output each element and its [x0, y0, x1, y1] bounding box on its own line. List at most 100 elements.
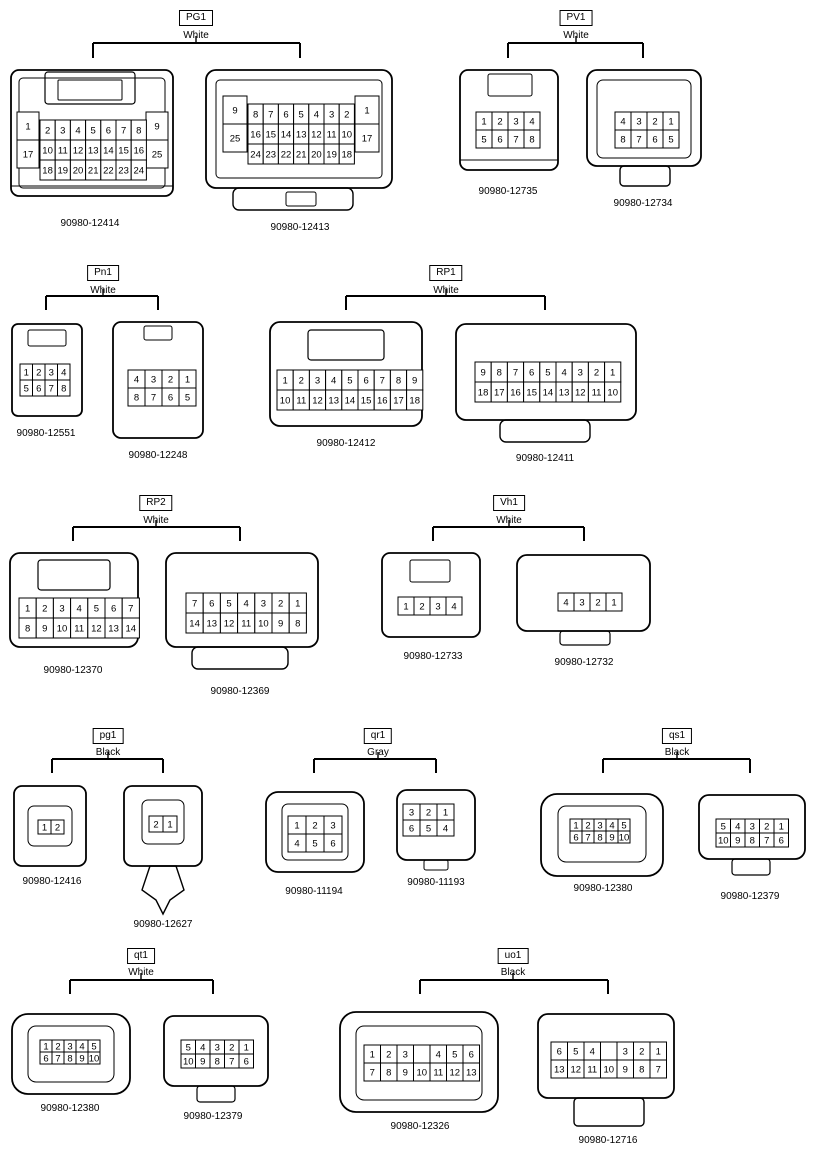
- connector-12370-pin-11: 11: [74, 624, 84, 635]
- connector-12413-cell: [338, 143, 355, 165]
- connector-12412-pin-7: 7: [380, 376, 385, 387]
- connector-12411-pin-18: 18: [478, 388, 489, 399]
- connector-12414-pin-2: 2: [45, 126, 50, 137]
- connector-12411-pin-7: 7: [513, 368, 518, 379]
- connector-12369-pin-7: 7: [192, 599, 197, 610]
- connector-12370-pin-2: 2: [42, 604, 47, 615]
- connector-12248-pin-8: 8: [134, 393, 139, 404]
- connector-12413-pin-2: 2: [344, 110, 349, 121]
- connector-12716-pin-11: 11: [587, 1065, 597, 1076]
- connector-12732-pin-2: 2: [595, 598, 600, 609]
- connector-12627-cell: [162, 815, 178, 833]
- connector-12413-pin-14: 14: [281, 130, 292, 141]
- connector-12248-pin-6: 6: [168, 393, 173, 404]
- connector-12413-pin-19: 19: [326, 150, 337, 161]
- connector-12551-pin-6: 6: [36, 384, 41, 395]
- part-number-Pn1-a: 90980-12551: [16, 428, 76, 439]
- connector-12716-pin-9: 9: [623, 1065, 628, 1076]
- connector-12416-pin-2: 2: [55, 823, 60, 834]
- connector-12414-pin-23: 23: [118, 166, 129, 177]
- connector-12551-pin-4: 4: [61, 368, 66, 379]
- connector-12411-pin-1: 1: [610, 368, 615, 379]
- part-number-PG1-a: 90980-12414: [60, 218, 120, 229]
- connector-12735-pin-1: 1: [481, 117, 486, 128]
- connector-12379-qs1-pin-8: 8: [750, 836, 755, 847]
- connector-12413-lock: [232, 187, 354, 211]
- connector-12380-qt1-pin-10: 10: [89, 1054, 100, 1065]
- connector-12369-cell: [288, 612, 307, 634]
- connector-12412-pin-13: 13: [328, 396, 339, 407]
- part-number-uo1-a: 90980-12326: [390, 1121, 450, 1132]
- connector-12733-pin-1: 1: [403, 602, 408, 613]
- connector-12716-pin-4: 4: [590, 1047, 595, 1058]
- part-number-qs1-a: 90980-12380: [573, 883, 633, 894]
- group-color-PV1: White: [563, 30, 589, 41]
- connector-12326-pin-11: 11: [433, 1068, 443, 1079]
- connector-12380-qt1-pin-3: 3: [67, 1042, 72, 1053]
- connector-12412-pin-9: 9: [412, 376, 417, 387]
- part-number-RP1-b: 90980-12411: [515, 453, 575, 464]
- connector-11194-inner: [281, 803, 349, 861]
- connector-12412-pin-10: 10: [280, 396, 291, 407]
- connector-12413-pin-24: 24: [250, 150, 261, 161]
- connector-12735-pin-3: 3: [513, 117, 518, 128]
- connector-12414-pin-12: 12: [73, 146, 84, 157]
- connector-11194-pin-5: 5: [312, 839, 317, 850]
- connector-12413-pin-8: 8: [253, 110, 258, 121]
- connector-12627-clip: [141, 865, 185, 916]
- connector-12380-qs1-pin-7: 7: [585, 833, 590, 844]
- connector-12411-pin-8: 8: [497, 368, 502, 379]
- connector-12380-qs1-pin-1: 1: [573, 821, 578, 832]
- connector-12248-pin-5: 5: [185, 393, 190, 404]
- connector-11193-pin-2: 2: [426, 808, 431, 819]
- connector-12370-pin-7: 7: [128, 604, 133, 615]
- connector-12411-pin-15: 15: [526, 388, 537, 399]
- connector-12369-pin-14: 14: [189, 619, 200, 630]
- connector-11193-cell: [436, 819, 455, 837]
- connector-12627-pin-1: 1: [167, 820, 172, 831]
- group-color-RP1: White: [433, 285, 459, 296]
- group-code-PV1: PV1: [559, 10, 593, 26]
- connector-12414-pin-15: 15: [118, 146, 129, 157]
- connector-12369-pin-6: 6: [209, 599, 214, 610]
- connector-12326-pin-2: 2: [386, 1050, 391, 1061]
- group-color-pg1: Black: [95, 747, 121, 758]
- connector-12379-qs1-pin-3: 3: [750, 822, 755, 833]
- connector-12370-pin-9: 9: [42, 624, 47, 635]
- connector-12369-pin-9: 9: [278, 619, 283, 630]
- connector-12414-pin-21: 21: [88, 166, 99, 177]
- connector-12370-pin-1: 1: [25, 604, 30, 615]
- connector-12414-pin-16: 16: [134, 146, 145, 157]
- connector-12413-side1: [354, 95, 380, 125]
- group-code-Vh1: Vh1: [493, 495, 525, 511]
- connector-12551-pin-2: 2: [36, 368, 41, 379]
- connector-12732-lock: [559, 630, 611, 646]
- connector-12414-pin-4: 4: [75, 126, 80, 137]
- connector-12413-lock-tab: [285, 191, 317, 207]
- connector-12380-qt1-pin-5: 5: [91, 1042, 96, 1053]
- connector-12414-pin-24: 24: [134, 166, 145, 177]
- part-number-RP2-b: 90980-12369: [210, 686, 270, 697]
- connector-12551-pin-3: 3: [49, 368, 54, 379]
- connector-12414-pin-19: 19: [58, 166, 69, 177]
- connector-12412-pin-3: 3: [315, 376, 320, 387]
- connector-12248-cell: [178, 387, 197, 407]
- connector-12734-inner: [596, 79, 692, 159]
- connector-12379-qt1-pin-9: 9: [200, 1057, 205, 1068]
- connector-12412-pin-14: 14: [345, 396, 356, 407]
- connector-12414-pin-3: 3: [60, 126, 65, 137]
- connector-12412-pin-18: 18: [409, 396, 420, 407]
- connector-12411-pin-11: 11: [592, 388, 602, 399]
- connector-12413-side17-pin-17: 17: [362, 134, 373, 145]
- connector-12326-pin-12: 12: [449, 1068, 460, 1079]
- connector-12414-body: [10, 69, 174, 197]
- connector-12379-qt1-pin-7: 7: [229, 1057, 234, 1068]
- connector-12414-pin-13: 13: [88, 146, 99, 157]
- connector-12735-body: [459, 69, 559, 171]
- group-color-Pn1: White: [90, 285, 116, 296]
- connector-12370-pin-6: 6: [111, 604, 116, 615]
- connector-12369-pin-2: 2: [278, 599, 283, 610]
- connector-12414-pin-10: 10: [42, 146, 53, 157]
- connector-12551-pin-5: 5: [24, 384, 29, 395]
- connector-12716-pin-6: 6: [557, 1047, 562, 1058]
